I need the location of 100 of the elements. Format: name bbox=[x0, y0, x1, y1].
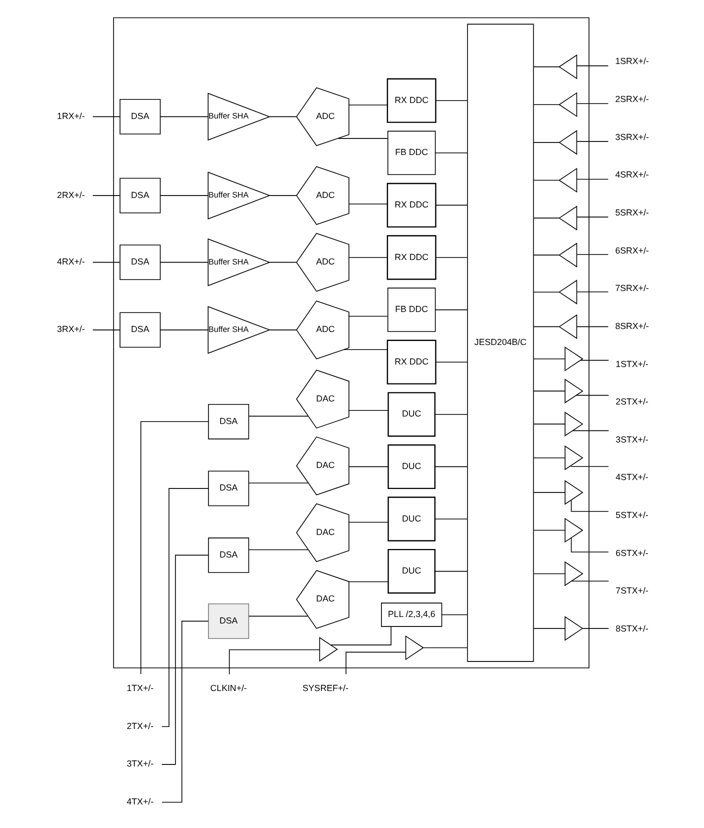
connector bbox=[532, 358, 565, 360]
node-text: 4RX+/- bbox=[56, 256, 84, 267]
node-triangle bbox=[564, 346, 583, 372]
connector bbox=[348, 466, 388, 468]
connector bbox=[532, 628, 565, 629]
connector bbox=[575, 394, 609, 396]
cluster bbox=[112, 17, 589, 668]
node-box: DSA bbox=[119, 178, 160, 214]
connector bbox=[572, 430, 609, 432]
connector bbox=[92, 262, 120, 263]
node-box: JESD204B/C bbox=[466, 24, 534, 662]
node-text: 2RX+/- bbox=[56, 190, 84, 200]
node-box: RX DDC bbox=[386, 235, 436, 280]
connector bbox=[160, 195, 208, 196]
connector bbox=[268, 116, 296, 118]
connector bbox=[532, 326, 559, 328]
node-box: DUC bbox=[387, 548, 436, 594]
node-box: DSA bbox=[119, 99, 160, 134]
node-text: 6SRX+/- bbox=[614, 245, 648, 256]
node-text: 2SRX+/- bbox=[614, 94, 648, 104]
connector bbox=[576, 326, 608, 328]
node-text: 1SRX+/- bbox=[614, 56, 648, 66]
node-text: 3STX+/- bbox=[615, 434, 648, 444]
node-triangle bbox=[318, 636, 338, 662]
node-triangle bbox=[564, 445, 583, 470]
node-triangle bbox=[558, 242, 577, 268]
connector bbox=[348, 104, 388, 106]
connector bbox=[532, 390, 565, 392]
connector bbox=[248, 549, 308, 550]
connector bbox=[532, 457, 565, 458]
connector bbox=[92, 195, 120, 196]
connector bbox=[342, 349, 388, 350]
node-triangle bbox=[558, 168, 577, 193]
node-text: 3TX+/- bbox=[126, 758, 154, 769]
node-triangle bbox=[558, 206, 577, 230]
node-text: 8STX+/- bbox=[615, 623, 648, 634]
node-box: DSA bbox=[208, 538, 249, 573]
node-triangle bbox=[558, 280, 577, 305]
node-text: 8SRX+/- bbox=[614, 320, 648, 331]
node-text: 3SRX+/- bbox=[614, 132, 648, 142]
connector bbox=[92, 116, 120, 118]
connector bbox=[532, 66, 559, 68]
node-triangle bbox=[564, 480, 583, 505]
connector bbox=[434, 466, 468, 468]
connector bbox=[434, 414, 468, 415]
node-box: DUC bbox=[387, 444, 436, 490]
node-text: 5SRX+/- bbox=[614, 208, 648, 218]
connector bbox=[160, 116, 208, 118]
node-text: 1STX+/- bbox=[615, 358, 648, 369]
node-triangle bbox=[564, 412, 583, 436]
node-text: 5STX+/- bbox=[615, 510, 648, 520]
node-triangle bbox=[558, 54, 577, 80]
connector bbox=[248, 482, 308, 484]
connector bbox=[348, 581, 388, 582]
node-box: DUC bbox=[387, 392, 436, 437]
connector bbox=[434, 152, 468, 154]
connector bbox=[570, 580, 609, 582]
node-box: DSA bbox=[208, 404, 249, 440]
node-text: 1TX+/- bbox=[126, 683, 154, 694]
connector bbox=[348, 257, 388, 258]
node-triangle bbox=[564, 616, 583, 641]
connector bbox=[532, 492, 565, 493]
connector bbox=[570, 500, 608, 512]
node-box: DSA bbox=[119, 244, 160, 280]
connector bbox=[434, 518, 468, 520]
connector bbox=[161, 620, 208, 803]
connector bbox=[336, 138, 388, 139]
node-box: DSA bbox=[208, 603, 249, 639]
node-text: 1RX+/- bbox=[56, 110, 84, 121]
connector bbox=[140, 421, 208, 674]
node-box: DSA bbox=[119, 312, 160, 348]
connector bbox=[434, 100, 468, 101]
node-text: SYSREF+/- bbox=[302, 683, 348, 694]
node-text: 2TX+/- bbox=[126, 720, 154, 731]
connector bbox=[532, 254, 559, 256]
node-text: 2STX+/- bbox=[615, 396, 648, 407]
node-triangle bbox=[404, 635, 424, 660]
connector bbox=[160, 554, 208, 765]
connector bbox=[582, 628, 609, 629]
node-box: PLL /2,3,4,6 bbox=[380, 602, 442, 627]
node-text: 4TX+/- bbox=[126, 796, 154, 806]
connector bbox=[580, 360, 608, 361]
node-box: DUC bbox=[387, 496, 436, 542]
node-text: CLKIN+/- bbox=[210, 683, 246, 694]
node-triangle bbox=[558, 92, 577, 118]
node-text: 3RX+/- bbox=[56, 324, 84, 334]
connector bbox=[422, 647, 468, 648]
connector bbox=[268, 195, 296, 196]
node-text: 4STX+/- bbox=[615, 472, 648, 482]
node-triangle bbox=[564, 378, 583, 404]
connector bbox=[532, 142, 559, 143]
connector bbox=[348, 522, 388, 523]
connector bbox=[228, 649, 320, 675]
connector bbox=[345, 652, 406, 674]
connector bbox=[532, 530, 565, 531]
node-triangle bbox=[564, 518, 583, 543]
connector bbox=[570, 537, 608, 552]
connector bbox=[248, 416, 308, 417]
node-text: 7SRX+/- bbox=[614, 283, 648, 294]
connector bbox=[570, 466, 608, 467]
